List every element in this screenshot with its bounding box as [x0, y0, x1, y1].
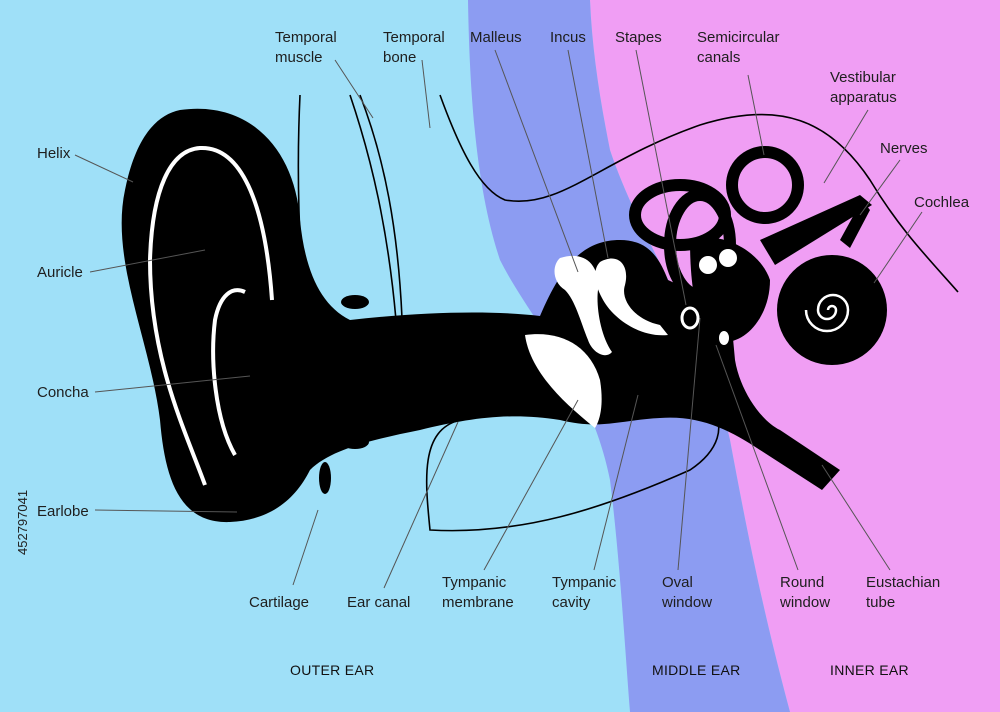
- section-inner-ear: INNER EAR: [830, 662, 909, 678]
- inner-ear-zone: [590, 0, 1000, 712]
- section-titles: OUTER EAR MIDDLE EAR INNER EAR: [290, 662, 909, 678]
- label-temporal-muscle: Temporal muscle: [275, 29, 341, 66]
- leader-stapes: [635, 49, 687, 306]
- tube-outline: [425, 409, 720, 532]
- leader-cartilage: [292, 509, 319, 586]
- label-temporal-bone: Temporal bone: [383, 29, 449, 66]
- ossicles: [525, 249, 737, 428]
- leader-cochlea: [873, 211, 923, 284]
- label-incus: Incus: [550, 29, 586, 46]
- label-helix: Helix: [37, 145, 71, 162]
- label-cochlea: Cochlea: [914, 194, 970, 211]
- cartilage-dot-1: [341, 295, 369, 309]
- leader-temporal-muscle: [334, 59, 374, 119]
- cartilage-dot-3: [319, 462, 331, 494]
- white-details: [147, 145, 850, 486]
- leader-tympanic-membrane: [483, 399, 579, 571]
- stock-id: 452797041: [15, 490, 30, 555]
- leader-earlobe: [94, 509, 238, 513]
- round-window-shape: [719, 331, 729, 345]
- leader-oval-window: [677, 317, 701, 571]
- label-tympanic-membrane: Tympanic membrane: [442, 574, 514, 611]
- helix-highlight: [147, 145, 274, 486]
- label-earlobe: Earlobe: [37, 503, 89, 520]
- cochlea-spiral: [804, 293, 850, 333]
- section-middle-ear: MIDDLE EAR: [652, 662, 741, 678]
- canal-ampulla-2: [719, 249, 737, 267]
- label-round-window: Round window: [779, 574, 830, 611]
- canal-ring-1: [726, 146, 804, 224]
- cochlea-body: [777, 255, 887, 365]
- leader-incus: [567, 49, 609, 259]
- leader-vestibular-apparatus: [823, 109, 869, 184]
- label-semicircular-canals: Semicircular canals: [697, 29, 784, 66]
- canal-ampulla-1: [699, 256, 717, 274]
- label-nerves: Nerves: [880, 140, 928, 157]
- leader-eustachian-tube: [821, 464, 891, 571]
- label-ear-canal: Ear canal: [347, 594, 410, 611]
- label-stapes: Stapes: [615, 29, 662, 46]
- label-cartilage: Cartilage: [249, 594, 309, 611]
- leader-nerves: [859, 159, 901, 216]
- temporal-bone-line-2: [439, 94, 959, 293]
- incus-shape: [595, 258, 668, 336]
- leader-temporal-bone: [421, 59, 431, 129]
- tympanic-membrane-shape: [525, 334, 602, 428]
- label-malleus: Malleus: [470, 29, 522, 46]
- outer-ear-and-canal: [121, 108, 840, 523]
- label-tympanic-cavity: Tympanic cavity: [552, 574, 620, 611]
- nerve-trunk: [760, 195, 872, 265]
- leader-lines: [74, 49, 923, 589]
- label-concha: Concha: [37, 384, 89, 401]
- label-auricle: Auricle: [37, 264, 83, 281]
- section-outer-ear: OUTER EAR: [290, 662, 374, 678]
- label-vestibular-apparatus: Vestibular apparatus: [830, 69, 900, 106]
- leader-auricle: [89, 249, 206, 273]
- label-oval-window: Oval window: [661, 574, 712, 611]
- leader-tympanic-cavity: [593, 394, 639, 571]
- concha-highlight: [211, 288, 246, 456]
- leader-round-window: [715, 344, 799, 571]
- label-eustachian-tube: Eustachian tube: [866, 574, 944, 611]
- leader-concha: [94, 375, 251, 393]
- leader-helix: [74, 154, 134, 183]
- temporal-muscle-line-2: [349, 94, 397, 321]
- labels: Temporal muscle Temporal bone Malleus In…: [37, 29, 970, 611]
- leader-malleus: [494, 49, 579, 273]
- cartilage-dot-2: [341, 435, 369, 449]
- stapes-footplate: [680, 306, 700, 330]
- leader-ear-canal: [383, 421, 459, 589]
- temporal-bone-line-1: [359, 94, 403, 319]
- leader-semicircular-canals: [747, 74, 765, 156]
